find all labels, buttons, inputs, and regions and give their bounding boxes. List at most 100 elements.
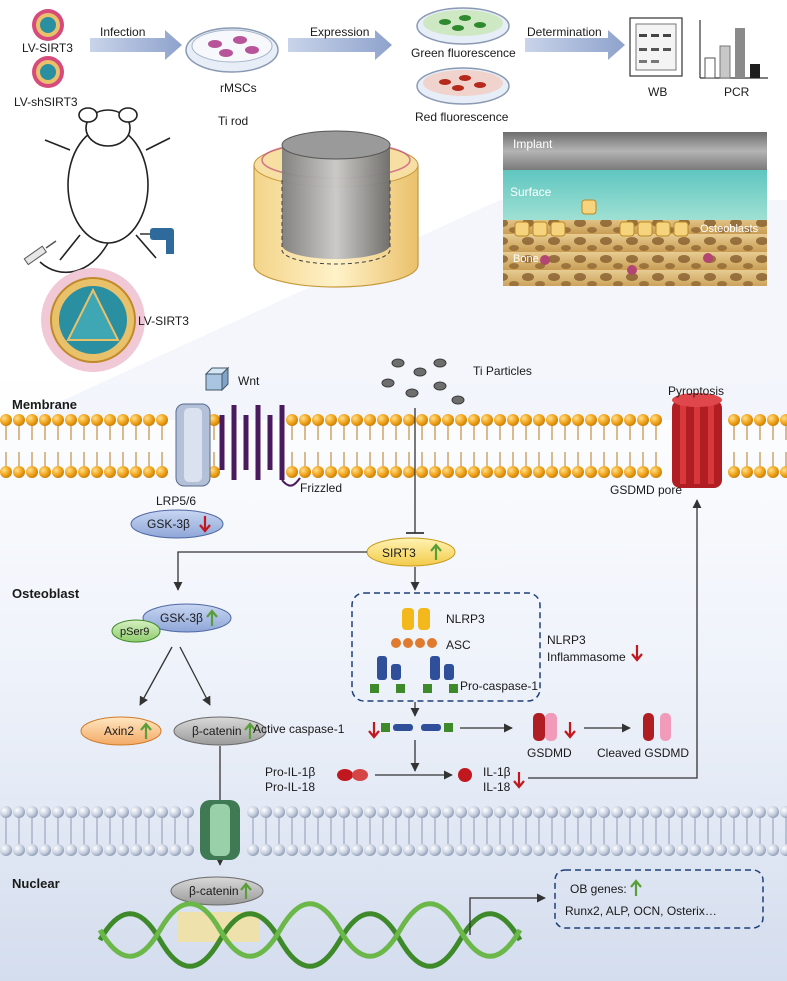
lipid-head (390, 806, 402, 818)
pro-il18-label: Pro-IL-18 (265, 780, 315, 794)
lipid-head (624, 414, 636, 426)
lipid-head (104, 466, 116, 478)
gsk-top-label: GSK-3β (147, 517, 190, 531)
lipid-head (416, 844, 428, 856)
up-arrow-icon (240, 882, 252, 899)
lipid-head (715, 806, 727, 818)
lipid-head (741, 806, 753, 818)
lipid-head (676, 806, 688, 818)
lipid-head (312, 806, 324, 818)
lipid-head (104, 414, 116, 426)
lipid-head (117, 466, 129, 478)
nlrp3-label: NLRP3 (446, 612, 485, 626)
lipid-head (494, 844, 506, 856)
lipid-head (286, 806, 298, 818)
pro-casp-label: Pro-caspase-1 (460, 679, 538, 693)
gsdmd-icon (533, 713, 557, 741)
lipid-head (26, 414, 38, 426)
western-blot-icon (629, 17, 683, 77)
sirt3-to-gsk-arrow (173, 551, 367, 591)
lipid-head (364, 466, 376, 478)
lipid-head (390, 844, 402, 856)
lrp-label: LRP5/6 (156, 494, 196, 508)
lipid-head (676, 844, 688, 856)
lipid-head (286, 414, 298, 426)
red-dish (416, 67, 510, 105)
lipid-head (754, 414, 766, 426)
lipid-head (312, 844, 324, 856)
lipid-head (520, 806, 532, 818)
gene-expression-arrow (469, 893, 546, 935)
pcr-label: PCR (724, 85, 750, 99)
lipid-head (0, 466, 12, 478)
tissue-section (503, 132, 767, 286)
virus-icon (32, 9, 64, 88)
ti-particles-icon (381, 358, 465, 405)
lipid-head (689, 806, 701, 818)
lipid-head (702, 806, 714, 818)
infection-label: Infection (100, 25, 145, 39)
lipid-head (767, 414, 779, 426)
lipid-head (585, 466, 597, 478)
lipid-head (286, 466, 298, 478)
lipid-head (260, 806, 272, 818)
lipid-head (169, 806, 181, 818)
lipid-head (0, 414, 12, 426)
dna-helix-icon (97, 901, 523, 969)
lipid-head (442, 844, 454, 856)
lipid-head (741, 414, 753, 426)
lipid-head (520, 414, 532, 426)
lipid-head (637, 806, 649, 818)
lipid-head (559, 414, 571, 426)
axin2-label: Axin2 (104, 724, 134, 738)
lipid-head (130, 844, 142, 856)
osteoblast-label: Osteoblast (12, 586, 80, 601)
lipid-head (754, 844, 766, 856)
lipid-head (559, 844, 571, 856)
bcat-nuc-label: β-catenin (189, 884, 239, 898)
lipid-head (546, 806, 558, 818)
lipid-head (663, 844, 675, 856)
lipid-head (338, 414, 350, 426)
rmscs-label: rMSCs (220, 81, 257, 95)
vector-top-label: LV-SIRT3 (22, 41, 73, 55)
lipid-head (299, 806, 311, 818)
down-arrow-icon (368, 722, 380, 739)
cleaved-gsdmd-label: Cleaved GSDMD (597, 746, 689, 760)
lipid-head (494, 414, 506, 426)
osteoblasts-label: Osteoblasts (700, 223, 759, 235)
lipid-head (481, 844, 493, 856)
lipid-head (143, 844, 155, 856)
lipid-head (143, 466, 155, 478)
lipid-head (0, 806, 12, 818)
lipid-head (468, 806, 480, 818)
il-icon (458, 768, 472, 782)
lipid-head (117, 414, 129, 426)
gsk-mid-label: GSK-3β (160, 611, 203, 625)
lipid-head (546, 466, 558, 478)
lipid-head (728, 806, 740, 818)
lipid-head (65, 414, 77, 426)
lipid-head (728, 466, 740, 478)
il18-label: IL-18 (483, 780, 511, 794)
il1b-label: IL-1β (483, 765, 511, 779)
lipid-head (52, 844, 64, 856)
lipid-head (13, 844, 25, 856)
pyroptosis-label: Pyroptosis (668, 384, 724, 398)
lipid-head (13, 466, 25, 478)
lipid-head (65, 466, 77, 478)
lipid-head (455, 844, 467, 856)
gsk-to-axin2-arrow (139, 646, 173, 706)
lipid-head (130, 414, 142, 426)
lipid-head (299, 414, 311, 426)
lipid-head (377, 466, 389, 478)
lipid-head (325, 414, 337, 426)
lv-sirt3-virus-icon (41, 268, 145, 372)
lipid-head (351, 466, 363, 478)
lipid-head (91, 466, 103, 478)
lipid-head (156, 806, 168, 818)
lipid-head (351, 844, 363, 856)
pro-il-icon (337, 769, 368, 781)
ob-genes-list: Runx2, ALP, OCN, Osterix… (565, 904, 717, 918)
lipid-head (117, 806, 129, 818)
